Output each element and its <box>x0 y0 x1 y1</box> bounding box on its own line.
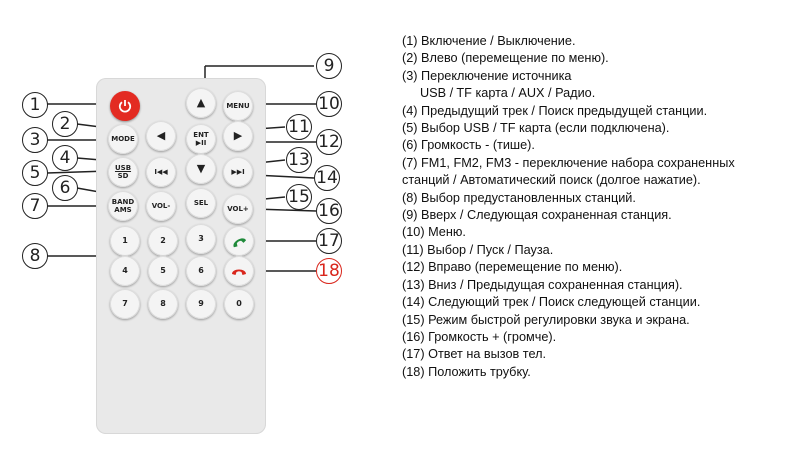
legend-line-13: (13) Вниз / Предыдущая сохраненная станц… <box>402 277 683 292</box>
number-0-button[interactable]: 0 <box>224 289 254 319</box>
up-button[interactable]: ▲ <box>186 88 216 118</box>
legend-line-3: (3) Переключение источника <box>402 68 572 83</box>
callout-15: 15 <box>286 184 312 210</box>
play-pause-icon: ▶II <box>195 139 207 147</box>
callout-5: 5 <box>22 160 48 186</box>
number-1-button[interactable]: 1 <box>110 226 140 256</box>
callout-9: 9 <box>316 53 342 79</box>
legend-line-12: (12) Вправо (перемещение по меню). <box>402 260 623 275</box>
callout-2: 2 <box>52 111 78 137</box>
mode-button[interactable]: MODE <box>108 124 138 154</box>
callout-1: 1 <box>22 92 48 118</box>
usb-label: USB <box>114 164 132 172</box>
enter-play-pause-button[interactable]: ENT ▶II <box>186 124 216 154</box>
legend-line-2: (2) Влево (перемещение по меню). <box>402 51 609 66</box>
previous-track-icon: I◀◀ <box>154 168 168 176</box>
legend-line-16: (16) Громкость + (громче). <box>402 329 557 344</box>
legend-line-11: (11) Выбор / Пуск / Пауза. <box>402 242 554 257</box>
volume-down-button[interactable]: VOL- <box>146 191 176 221</box>
left-button[interactable]: ◀ <box>146 121 176 151</box>
select-button[interactable]: SEL <box>186 188 216 218</box>
legend-line-9: (9) Вверх / Следующая сохраненная станци… <box>402 208 672 223</box>
legend-line-6: (6) Громкость - (тише). <box>402 138 535 153</box>
callout-6: 6 <box>52 175 78 201</box>
legend-line-18: (18) Положить трубку. <box>402 364 531 379</box>
band-label: BAND <box>111 198 135 206</box>
hang-up-button[interactable] <box>224 256 254 286</box>
number-6-button[interactable]: 6 <box>186 256 216 286</box>
number-8-button[interactable]: 8 <box>148 289 178 319</box>
ams-label: AMS <box>114 206 132 214</box>
number-9-button[interactable]: 9 <box>186 289 216 319</box>
legend-line-14: (14) Следующий трек / Поиск следующей ст… <box>402 295 701 310</box>
next-track-icon: ▶▶I <box>231 168 245 176</box>
next-track-button[interactable]: ▶▶I <box>223 157 253 187</box>
volume-up-button[interactable]: VOL+ <box>223 194 253 224</box>
number-3-button[interactable]: 3 <box>186 224 216 254</box>
legend-line-7: (7) FM1, FM2, FM3 - переключение набора … <box>402 155 735 170</box>
legend-line-7-continued: станций / Автоматический поиск (долгое н… <box>402 173 701 188</box>
down-arrow-icon: ▼ <box>196 162 206 175</box>
legend-line-3-continued: USB / TF карта / AUX / Радио. <box>420 86 596 101</box>
usb-sd-button[interactable]: USB SD <box>108 157 138 187</box>
legend-line-1: (1) Включение / Выключение. <box>402 34 576 48</box>
callout-10: 10 <box>316 91 342 117</box>
legend-line-8: (8) Выбор предустановленных станций. <box>402 190 636 205</box>
band-ams-button[interactable]: BAND AMS <box>108 191 138 221</box>
callout-8: 8 <box>22 243 48 269</box>
power-icon <box>118 100 132 113</box>
legend-line-5: (5) Выбор USB / TF карта (если подключен… <box>402 121 670 136</box>
phone-answer-icon <box>233 238 247 248</box>
number-4-button[interactable]: 4 <box>110 256 140 286</box>
up-arrow-icon: ▲ <box>196 96 206 109</box>
legend-line-10: (10) Меню. <box>402 225 466 240</box>
callout-7: 7 <box>22 193 48 219</box>
sd-label: SD <box>117 172 129 180</box>
number-2-button[interactable]: 2 <box>148 226 178 256</box>
left-arrow-icon: ◀ <box>156 129 166 142</box>
callout-17: 17 <box>316 228 342 254</box>
right-arrow-icon: ▶ <box>233 129 243 142</box>
number-5-button[interactable]: 5 <box>148 256 178 286</box>
menu-button[interactable]: MENU <box>223 91 253 121</box>
phone-hangup-icon <box>232 269 246 275</box>
callout-13: 13 <box>286 147 312 173</box>
legend: (1) Включение / Выключение. (2) Влево (п… <box>402 33 794 381</box>
answer-call-button[interactable] <box>224 226 254 256</box>
callout-18: 18 <box>316 258 342 284</box>
power-button[interactable] <box>110 91 140 121</box>
legend-line-17: (17) Ответ на вызов тел. <box>402 347 547 362</box>
number-7-button[interactable]: 7 <box>110 289 140 319</box>
right-button[interactable]: ▶ <box>223 121 253 151</box>
legend-line-15: (15) Режим быстрой регулировки звука и э… <box>402 312 690 327</box>
callout-12: 12 <box>316 129 342 155</box>
enter-label: ENT <box>193 131 209 139</box>
callout-3: 3 <box>22 127 48 153</box>
previous-track-button[interactable]: I◀◀ <box>146 157 176 187</box>
callout-14: 14 <box>314 165 340 191</box>
down-button[interactable]: ▼ <box>186 154 216 184</box>
callout-11: 11 <box>286 114 312 140</box>
legend-line-4: (4) Предыдущий трек / Поиск предыдущей с… <box>402 103 708 118</box>
callout-4: 4 <box>52 145 78 171</box>
callout-16: 16 <box>316 198 342 224</box>
